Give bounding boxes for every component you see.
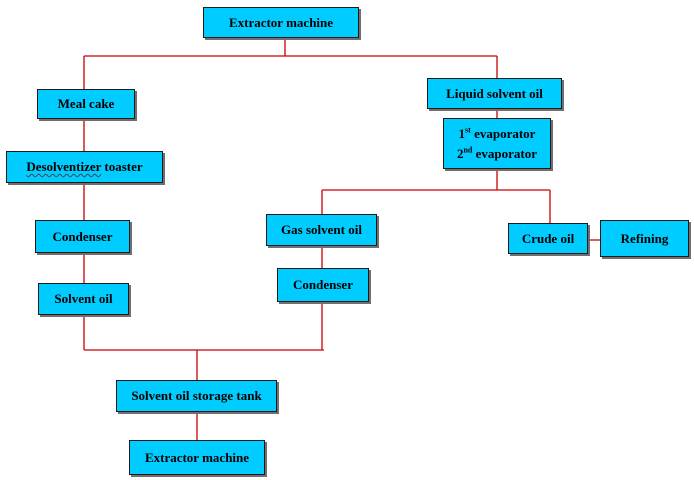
refining-label: Refining bbox=[620, 230, 669, 246]
condenser-left-label: Condenser bbox=[52, 228, 113, 244]
first-evaporator-label: 1st evaporator bbox=[458, 125, 536, 141]
extractor-machine-top-label: Extractor machine bbox=[228, 14, 334, 30]
solvent-oil-label: Solvent oil bbox=[54, 291, 113, 306]
solvent-oil-storage-tank-box: Solvent oil storage tank bbox=[116, 380, 277, 412]
gas-solvent-oil-box: Gas solvent oil bbox=[266, 214, 377, 246]
liquid-solvent-oil-box: Liquid solvent oil bbox=[427, 78, 562, 109]
desolventizer-word: Desolventizer bbox=[26, 159, 102, 174]
meal-cake-label: Meal cake bbox=[57, 96, 115, 111]
meal-cake-box: Meal cake bbox=[37, 89, 135, 119]
liquid-solvent-oil-label: Liquid solvent oil bbox=[446, 85, 543, 101]
condenser-middle-label: Condenser bbox=[293, 277, 353, 292]
desolventizer-toaster-box: Desolventizer toaster bbox=[6, 151, 163, 183]
condenser-middle-box: Condenser bbox=[277, 268, 369, 302]
extractor-machine-bottom-box: Extractor machine bbox=[129, 440, 265, 475]
crude-oil-box: Crude oil bbox=[508, 223, 588, 254]
second-evaporator-label: 2nd evaporator bbox=[456, 145, 538, 161]
solvent-oil-box: Solvent oil bbox=[38, 283, 129, 315]
condenser-left-box: Condenser bbox=[35, 220, 130, 253]
gas-solvent-oil-label: Gas solvent oil bbox=[281, 222, 362, 237]
extractor-machine-bottom-label: Extractor machine bbox=[144, 449, 250, 465]
extractor-machine-top-box: Extractor machine bbox=[203, 7, 359, 38]
crude-oil-label: Crude oil bbox=[521, 230, 575, 246]
desolventizer-toaster-label: Desolventizer toaster bbox=[26, 157, 142, 177]
evaporators-box: 1st evaporator 2nd evaporator bbox=[443, 118, 551, 169]
solvent-oil-storage-tank-label: Solvent oil storage tank bbox=[131, 388, 262, 403]
refining-box: Refining bbox=[600, 220, 689, 257]
toaster-word: toaster bbox=[101, 159, 143, 174]
